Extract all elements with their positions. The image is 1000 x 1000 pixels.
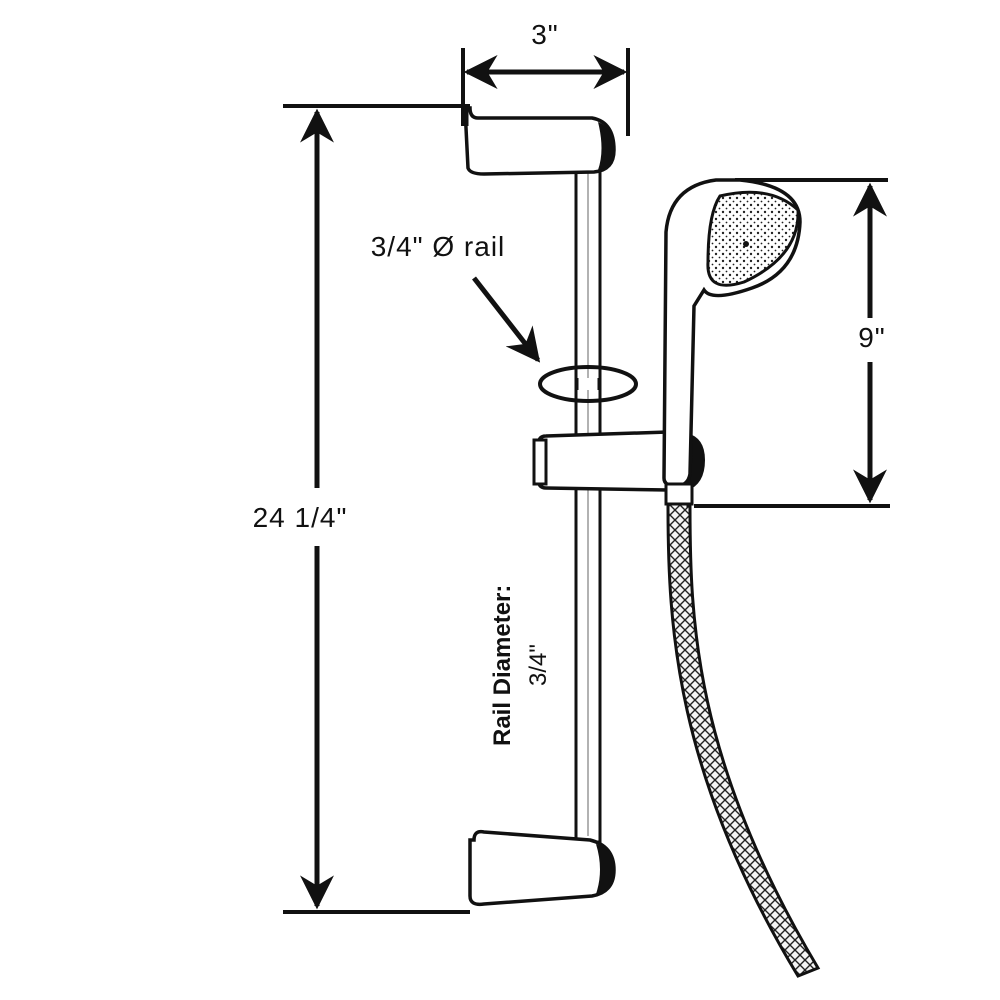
- handshower-dimension: 9": [694, 178, 890, 508]
- spray-center: [743, 241, 749, 247]
- hose-braid: [666, 484, 821, 978]
- rail-diameter-value: 3/4": [525, 644, 552, 686]
- rail-callout: 3/4" Ø rail: [371, 231, 638, 403]
- rail-callout-label: 3/4" Ø rail: [371, 231, 506, 262]
- height-dimension: 24 1/4": [253, 104, 470, 914]
- rail-diameter-note: Rail Diameter: 3/4": [489, 585, 552, 746]
- rail-callout-gap: [577, 378, 599, 390]
- handshower-spray-face: [706, 190, 800, 287]
- rail-callout-arrow: [472, 276, 541, 363]
- slider-end-knob: [532, 438, 548, 486]
- handshower-dimension-label: 9": [858, 322, 886, 353]
- height-dimension-label: 24 1/4": [253, 502, 348, 533]
- rail-callout-ring: [538, 365, 638, 403]
- bottom-bracket-body: [468, 829, 616, 907]
- hose-connector: [664, 482, 694, 506]
- top-wall-bracket: [463, 106, 616, 176]
- top-bracket-body: [463, 106, 616, 176]
- width-dimension-label: 3": [531, 19, 559, 50]
- slider-body: [536, 430, 684, 492]
- shower-hose: [664, 482, 821, 978]
- bottom-bracket-cap: [596, 844, 614, 894]
- width-dimension: 3": [461, 19, 630, 136]
- rail-diameter-title: Rail Diameter:: [489, 585, 516, 746]
- bottom-wall-bracket: [468, 829, 616, 907]
- top-bracket-cap: [598, 122, 614, 170]
- hand-shower: [662, 178, 802, 488]
